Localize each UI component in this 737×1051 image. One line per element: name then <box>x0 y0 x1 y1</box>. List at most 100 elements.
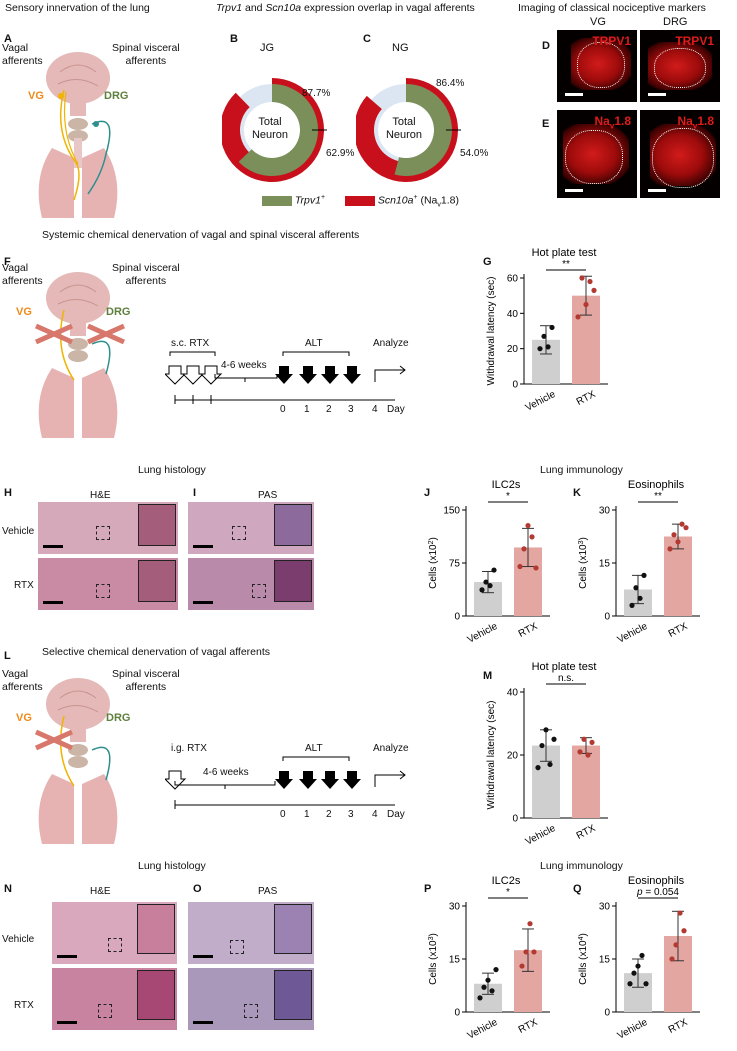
panel-letter-n: N <box>4 883 12 895</box>
y-tick-label: 15 <box>449 955 461 966</box>
data-point <box>537 346 543 352</box>
y-tick-label: 15 <box>599 559 611 570</box>
donut-hole <box>244 102 300 158</box>
y-axis-label: Cells (x103) <box>578 537 590 589</box>
day-2: 2 <box>326 809 332 820</box>
data-point <box>585 752 591 758</box>
data-point <box>531 949 537 955</box>
data-point <box>639 952 645 959</box>
pas-label-upper: PAS <box>258 490 278 501</box>
data-point <box>635 963 641 969</box>
timeline-diagram <box>163 756 406 809</box>
center-line1: Total <box>392 116 416 128</box>
significance-label: n.s. <box>558 673 574 684</box>
spinal-label: Spinal visceral afferents <box>112 262 180 288</box>
overlap-text: expression overlap in vagal afferents <box>301 2 475 14</box>
center-line1: Total <box>258 116 282 128</box>
vagal-label-line1: Vagal <box>2 42 29 54</box>
imaging-col-vg: VG <box>590 16 606 28</box>
histology-he-vehicle <box>38 502 178 554</box>
data-point <box>679 521 685 527</box>
donut-center-label: Total Neuron <box>376 116 432 142</box>
chart-title: ILC2s <box>492 479 521 491</box>
data-point <box>529 534 535 540</box>
immunology-title-lower: Lung immunology <box>540 860 623 872</box>
day-0: 0 <box>280 404 286 415</box>
data-point <box>477 995 483 1001</box>
histology-title-upper: Lung histology <box>138 464 206 476</box>
treatment-label: s.c. RTX <box>171 338 210 349</box>
panel-letter-o: O <box>193 883 202 895</box>
drg-label: DRG <box>106 306 131 318</box>
data-point <box>519 963 525 969</box>
legend-label-scn10a: Scn10a <box>377 194 414 207</box>
he-label-lower: H&E <box>90 886 111 897</box>
legend-label-trpv1: Trpv1 <box>294 194 321 207</box>
alt-label: ALT <box>305 338 323 349</box>
chart-title: Hot plate test <box>532 661 597 673</box>
spinal-label: Spinal visceral afferents <box>112 668 180 694</box>
data-point <box>521 546 527 552</box>
row-label-vehicle: Vehicle <box>2 934 35 945</box>
chart-title: ILC2s <box>492 875 521 887</box>
marker-na: Na <box>677 114 693 128</box>
scale-bar <box>648 189 666 192</box>
he-label-upper: H&E <box>90 490 111 501</box>
donut-chart <box>354 78 461 182</box>
data-point <box>587 278 593 285</box>
gene-trpv1: Trpv1 <box>216 2 243 14</box>
panel-letter-b: B <box>230 33 238 45</box>
anatomy-panel-l: Vagal afferents Spinal visceral afferent… <box>0 656 220 856</box>
donut-panel-c: NG Total Neuron 86.4% 54.0% <box>354 40 506 190</box>
data-point <box>677 910 683 916</box>
significance-label: * <box>506 491 510 502</box>
day-4: 4 <box>372 404 378 415</box>
significance-label: ** <box>654 491 662 502</box>
x-tick-label: RTX <box>667 621 690 640</box>
panel-letter-h: H <box>4 487 12 499</box>
data-point <box>485 977 491 983</box>
vagal-label-line2: afferents <box>2 275 43 287</box>
y-tick-label: 40 <box>507 309 519 320</box>
donut-legend: Trpv1+ Scn10a+ (Nav1.8) <box>262 194 459 209</box>
legend-sub: v <box>437 201 441 209</box>
data-point <box>535 765 541 771</box>
data-point <box>547 761 553 768</box>
vg-label: VG <box>28 90 44 102</box>
legend-swatch-scn10a <box>344 195 375 206</box>
p-symbol: p <box>636 887 643 898</box>
marker-label: Nav1.8 <box>595 114 631 130</box>
gene-scn10a: Scn10a <box>265 2 302 14</box>
data-point <box>523 949 529 955</box>
scale-bar <box>565 93 583 96</box>
day-3: 3 <box>348 404 354 415</box>
y-axis-label: Cells (x104) <box>578 933 590 985</box>
y-axis-label-sup: 4 <box>578 936 585 940</box>
timeline-l: i.g. RTX 4-6 weeks ALT Analyze 0 1 2 3 4… <box>163 695 425 820</box>
day-3: 3 <box>348 809 354 820</box>
gap-label: 4-6 weeks <box>203 767 249 778</box>
drg-label: DRG <box>104 90 129 102</box>
inner-percent: 62.9% <box>326 148 355 159</box>
y-axis-label-sup: 2 <box>428 540 435 544</box>
data-point <box>533 565 539 571</box>
donut-center-label: Total Neuron <box>242 116 298 142</box>
section-title-selective: Selective chemical denervation of vagal … <box>42 646 271 658</box>
fluorescence-image-d-drg: TRPV1 <box>640 30 720 102</box>
panel-letter-k: K <box>573 487 581 499</box>
y-tick-label: 20 <box>507 751 519 762</box>
y-tick-label: 15 <box>599 955 611 966</box>
day-axis-label: Day <box>387 809 405 820</box>
fluorescence-image-e-vg: Nav1.8 <box>557 110 637 198</box>
data-point <box>517 563 523 570</box>
marker-end: 1.8 <box>697 114 714 128</box>
data-point <box>637 595 643 601</box>
panel-letter-m: M <box>483 670 493 682</box>
x-tick-label: RTX <box>517 621 540 640</box>
y-tick-label: 0 <box>604 1008 610 1019</box>
